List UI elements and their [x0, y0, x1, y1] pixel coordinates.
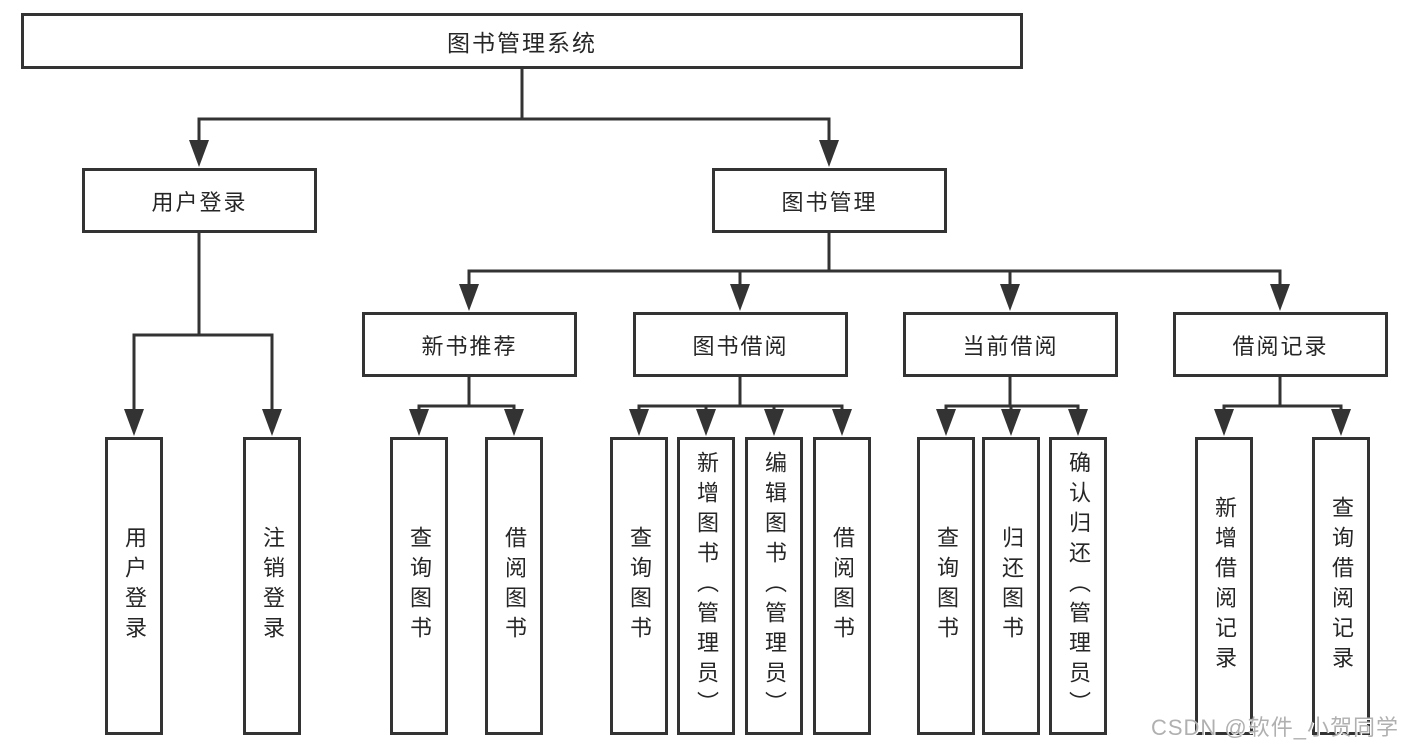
leaf-add-books-admin: 新增图书（管理员） [677, 437, 735, 735]
leaf-edit-books-admin: 编辑图书（管理员） [745, 437, 803, 735]
leaf-borrow-query-books: 查询图书 [610, 437, 668, 735]
leaf-return-books-label: 归还图书 [999, 526, 1024, 646]
node-user-login: 用户登录 [82, 168, 317, 233]
node-new-book-recommend-label: 新书推荐 [421, 333, 518, 359]
leaf-add-borrow-record-label: 新增借阅记录 [1212, 496, 1237, 676]
leaf-current-query-books-label: 查询图书 [934, 526, 959, 646]
leaf-current-query-books: 查询图书 [917, 437, 975, 735]
node-user-login-label: 用户登录 [151, 189, 248, 215]
leaf-user-login-label: 用户登录 [122, 526, 147, 646]
leaf-return-books: 归还图书 [982, 437, 1040, 735]
leaf-confirm-return-admin-label: 确认归还（管理员） [1066, 451, 1091, 721]
leaf-logout: 注销登录 [243, 437, 301, 735]
leaf-borrow-books: 借阅图书 [813, 437, 871, 735]
node-book-management-label: 图书管理 [781, 189, 878, 215]
leaf-add-books-admin-label: 新增图书（管理员） [694, 451, 719, 721]
leaf-borrow-query-books-label: 查询图书 [627, 526, 652, 646]
node-book-management: 图书管理 [712, 168, 947, 233]
leaf-query-borrow-record-label: 查询借阅记录 [1329, 496, 1354, 676]
leaf-user-login: 用户登录 [105, 437, 163, 735]
leaf-recommend-borrow-books: 借阅图书 [485, 437, 543, 735]
node-current-borrow: 当前借阅 [903, 312, 1118, 377]
leaf-add-borrow-record: 新增借阅记录 [1195, 437, 1253, 735]
connector-paths [132, 69, 1343, 413]
node-new-book-recommend: 新书推荐 [362, 312, 577, 377]
node-borrow-records: 借阅记录 [1173, 312, 1388, 377]
node-root: 图书管理系统 [21, 13, 1023, 69]
leaf-query-borrow-record: 查询借阅记录 [1312, 437, 1370, 735]
node-borrow-records-label: 借阅记录 [1232, 333, 1329, 359]
leaf-edit-books-admin-label: 编辑图书（管理员） [762, 451, 787, 721]
leaf-logout-label: 注销登录 [260, 526, 285, 646]
leaf-recommend-query-books-label: 查询图书 [407, 526, 432, 646]
node-book-borrow-label: 图书借阅 [692, 333, 789, 359]
node-root-label: 图书管理系统 [447, 30, 597, 56]
node-current-borrow-label: 当前借阅 [962, 333, 1059, 359]
leaf-recommend-query-books: 查询图书 [390, 437, 448, 735]
leaf-confirm-return-admin: 确认归还（管理员） [1049, 437, 1107, 735]
watermark: CSDN @软件_小贺同学 [1150, 715, 1399, 740]
leaf-recommend-borrow-books-label: 借阅图书 [502, 526, 527, 646]
leaf-borrow-books-label: 借阅图书 [830, 526, 855, 646]
node-book-borrow: 图书借阅 [633, 312, 848, 377]
